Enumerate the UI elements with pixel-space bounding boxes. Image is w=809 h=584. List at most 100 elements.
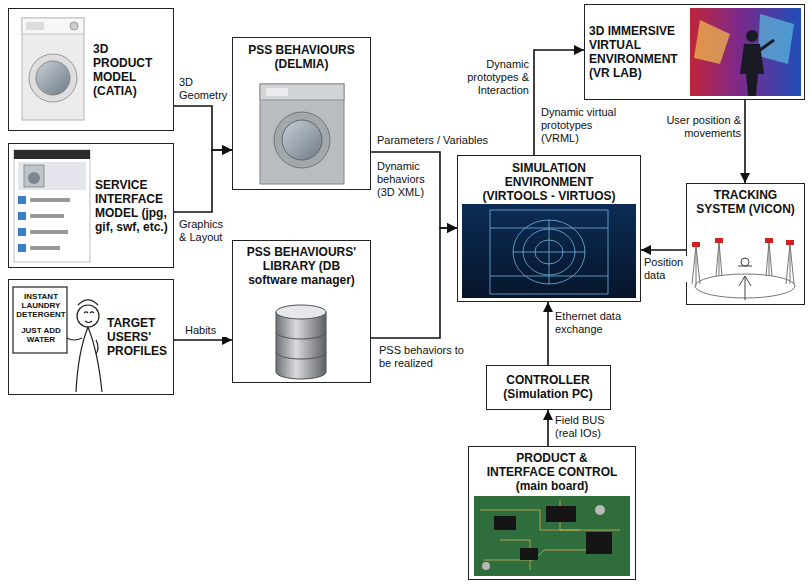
flow-arrow <box>174 106 232 150</box>
box-label: PSS BEHAVIOURS (DELMIA) <box>239 43 364 71</box>
text-area: PRODUCT & INTERFACE CONTROL (main board) <box>482 451 622 497</box>
text-group: PSS BEHAVIOURS (DELMIA) <box>239 43 364 71</box>
washing-machine-picture <box>22 18 84 34</box>
washing-machine-picture <box>26 22 44 30</box>
tracking-picture <box>692 246 700 286</box>
interface-screenshot <box>18 244 26 252</box>
interface-screenshot <box>30 214 64 218</box>
interface-screenshot <box>14 150 90 159</box>
flow-label: Ethernet data exchange <box>554 310 640 336</box>
text-area: TARGET USERS' PROFILES <box>107 284 171 390</box>
text-area: CONTROLLER (Simulation PC) <box>490 368 606 406</box>
interface-screenshot <box>14 150 90 262</box>
text-group: TRACKING SYSTEM (VICON) <box>689 188 802 216</box>
system-box: PSS BEHAVIOURS (DELMIA) <box>232 37 371 190</box>
database-picture <box>276 305 326 319</box>
washing-machine-picture <box>29 54 77 102</box>
tracking-picture <box>715 238 723 243</box>
user-cartoon <box>76 327 102 392</box>
system-box: PRODUCT & INTERFACE CONTROL (main board) <box>468 446 636 580</box>
tracking-picture <box>786 240 794 245</box>
text-group: PRODUCT & INTERFACE CONTROL (main board) <box>482 451 622 493</box>
database-picture <box>276 305 326 379</box>
packet-text: JUST ADD WATER <box>15 326 67 344</box>
interface-screenshot <box>18 212 26 220</box>
pss-behaviour-picture <box>260 84 344 100</box>
flow-label: PSS behaviors to be realized <box>378 344 472 370</box>
flow-arrow <box>547 302 549 365</box>
pss-behaviour-picture <box>266 88 288 96</box>
text-group: PSS BEHAVIOURS' LIBRARY (DB software man… <box>239 245 364 287</box>
simulation-screenshot <box>490 210 608 294</box>
user-cartoon <box>96 340 98 354</box>
text-group: SERVICE INTERFACE MODEL (jpg, gif, swf, … <box>95 178 171 234</box>
flow-arrow <box>641 249 686 251</box>
pss-behaviour-picture <box>274 112 330 168</box>
tracking-picture <box>692 238 795 300</box>
main-board-picture <box>482 562 490 570</box>
flow-label: Parameters / Variables <box>376 134 500 147</box>
interface-screenshot <box>28 172 40 184</box>
user-cartoon <box>67 338 82 340</box>
system-box: SERVICE INTERFACE MODEL (jpg, gif, swf, … <box>8 143 174 268</box>
tracking-picture <box>786 244 794 284</box>
interface-screenshot <box>14 150 90 262</box>
vr-lab-picture <box>746 30 758 42</box>
box-label: CONTROLLER (Simulation PC) <box>490 373 606 401</box>
vr-lab-picture <box>760 40 774 50</box>
washing-machine-picture <box>36 61 70 95</box>
system-box: SIMULATION ENVIRONMENT (VIRTOOLS - VIRTU… <box>457 155 641 302</box>
main-board-picture <box>474 496 630 576</box>
system-box: 3D IMMERSIVE VIRTUAL ENVIRONMENT (VR LAB… <box>584 4 805 100</box>
flow-label: Dynamic behaviors (3D XML) <box>376 160 436 199</box>
user-cartoon <box>84 312 94 323</box>
vr-lab-picture <box>690 8 801 96</box>
main-board-picture <box>480 500 620 570</box>
text-area: 3D PRODUCT MODEL (CATIA) <box>93 13 169 126</box>
pss-behaviour-picture <box>260 84 344 184</box>
box-label: PRODUCT & INTERFACE CONTROL (main board) <box>482 451 622 493</box>
flow-label: Dynamic virtual prototypes (VRML) <box>540 106 630 145</box>
database-picture <box>276 312 326 379</box>
text-group: 3D IMMERSIVE VIRTUAL ENVIRONMENT (VR LAB… <box>589 24 689 80</box>
text-area: PSS BEHAVIOURS (DELMIA) <box>239 43 364 79</box>
user-cartoon <box>77 305 99 327</box>
user-cartoon <box>13 287 67 353</box>
interface-screenshot <box>30 246 60 250</box>
flow-arrow <box>371 152 457 228</box>
tracking-picture <box>738 266 752 300</box>
flow-label: User position & movements <box>658 114 742 140</box>
system-box: PSS BEHAVIOURS' LIBRARY (DB software man… <box>232 240 371 383</box>
box-label: 3D IMMERSIVE VIRTUAL ENVIRONMENT (VR LAB… <box>589 24 689 80</box>
flow-label: Graphics & Layout <box>178 218 232 244</box>
interface-screenshot <box>18 162 86 190</box>
flow-label: Habits <box>184 324 226 337</box>
vr-lab-picture <box>740 44 764 96</box>
system-box: 3D PRODUCT MODEL (CATIA) <box>8 8 174 131</box>
database-picture <box>276 332 326 359</box>
flow-arrow <box>174 339 232 341</box>
vr-lab-picture <box>690 8 801 96</box>
main-board-picture <box>494 516 516 530</box>
pss-behaviour-picture <box>282 120 322 160</box>
text-area: SERVICE INTERFACE MODEL (jpg, gif, swf, … <box>95 148 171 263</box>
washing-machine-picture <box>22 18 84 120</box>
vr-lab-picture <box>758 14 794 64</box>
box-label: SIMULATION ENVIRONMENT (VIRTOOLS - VIRTU… <box>474 161 624 203</box>
user-cartoon <box>13 287 102 392</box>
flow-label: Dynamic prototypes & Interaction <box>464 58 530 97</box>
interface-screenshot <box>18 196 26 204</box>
main-board-picture <box>595 505 605 515</box>
box-label: TRACKING SYSTEM (VICON) <box>689 188 802 216</box>
text-group: TARGET USERS' PROFILES <box>107 316 171 358</box>
washing-machine-picture <box>70 22 78 30</box>
simulation-screenshot <box>462 204 636 298</box>
system-box: CONTROLLER (Simulation PC) <box>486 365 611 410</box>
tracking-picture <box>716 242 722 276</box>
simulation-screenshot <box>490 220 608 284</box>
flow-label: 3D Geometry <box>178 76 232 102</box>
flow-arrow <box>174 150 232 212</box>
user-cartoon <box>78 300 98 305</box>
box-label: 3D PRODUCT MODEL (CATIA) <box>93 42 169 98</box>
flow-arrow <box>547 410 549 446</box>
